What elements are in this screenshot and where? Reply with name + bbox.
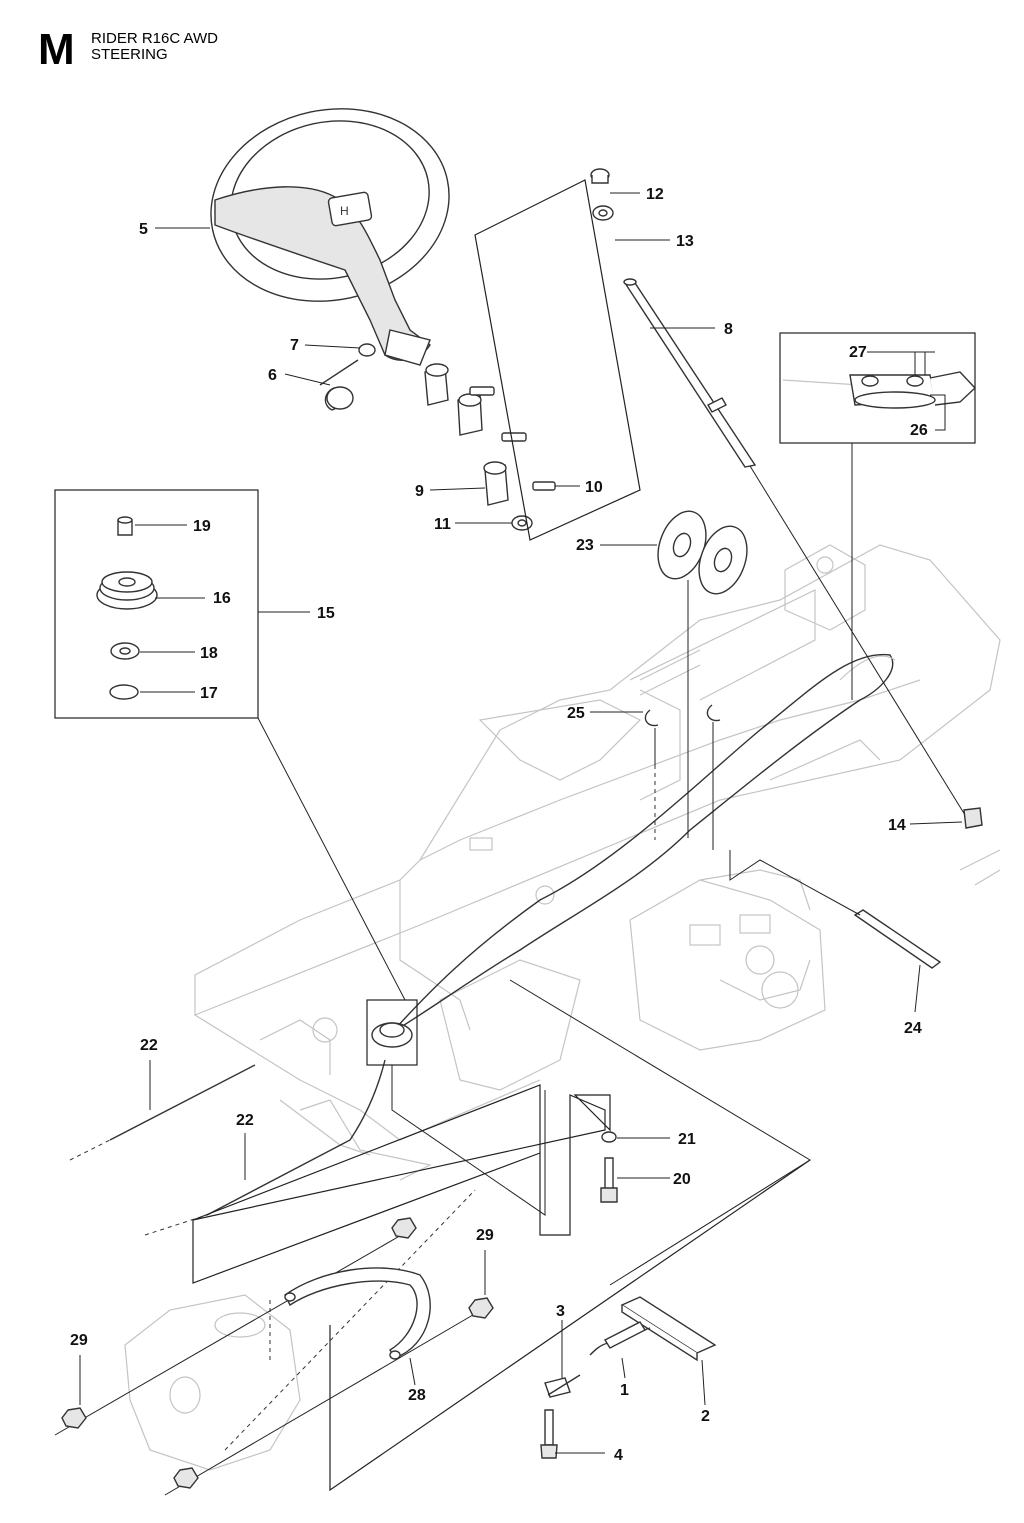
callout-26: 26 — [910, 422, 928, 439]
callout-17: 17 — [200, 685, 218, 702]
callout-5: 5 — [139, 221, 148, 238]
callout-16: 16 — [213, 590, 231, 607]
callout-28: 28 — [408, 1387, 426, 1404]
callout-14: 14 — [888, 817, 906, 834]
callout-20: 20 — [673, 1171, 691, 1188]
callout-13: 13 — [676, 233, 694, 250]
lower-assembly — [54, 1084, 811, 1496]
callout-29b: 29 — [70, 1332, 88, 1349]
pulley-detail-box — [54, 489, 406, 1001]
section-letter: M — [38, 25, 75, 74]
callout-7: 7 — [290, 337, 299, 354]
group-name: STEERING — [91, 46, 168, 63]
callout-27: 27 — [849, 344, 867, 361]
callout-9: 9 — [415, 483, 424, 500]
callout-12: 12 — [646, 186, 664, 203]
callout-6: 6 — [268, 367, 277, 384]
pulleys — [644, 510, 748, 850]
callout-25: 25 — [567, 705, 585, 722]
steering-shaft — [474, 168, 983, 829]
svg-text:H: H — [340, 204, 349, 218]
header-title: RIDER R16C AWD STEERING — [91, 31, 218, 63]
callout-8: 8 — [724, 321, 733, 338]
callout-15: 15 — [317, 605, 335, 622]
callout-22b: 22 — [236, 1112, 254, 1129]
cable-connector-detail — [779, 332, 976, 700]
callout-21: 21 — [678, 1131, 696, 1148]
callout-19: 19 — [193, 518, 211, 535]
callout-labels: 1 2 3 4 5 6 7 8 9 10 11 12 13 14 15 16 1… — [70, 186, 928, 1464]
callout-23: 23 — [576, 537, 594, 554]
leader-lines — [79, 192, 963, 1454]
steering-wheel: H — [210, 108, 450, 366]
steering-column-parts — [319, 343, 556, 531]
callout-3: 3 — [556, 1303, 565, 1320]
callout-10: 10 — [585, 479, 603, 496]
callout-24: 24 — [904, 1020, 922, 1037]
lower-pulley-detail — [366, 979, 811, 1286]
steering-cable — [69, 653, 896, 1236]
model-name: RIDER R16C AWD — [91, 30, 218, 47]
callout-11: 11 — [434, 516, 451, 533]
callout-22a: 22 — [140, 1037, 158, 1054]
callout-1: 1 — [620, 1382, 629, 1399]
callout-29a: 29 — [476, 1227, 494, 1244]
callout-4: 4 — [614, 1447, 623, 1464]
callout-2: 2 — [701, 1408, 710, 1425]
chassis-frame-ghost — [194, 544, 1001, 1181]
callout-18: 18 — [200, 645, 218, 662]
spring-and-bracket — [540, 850, 942, 1459]
